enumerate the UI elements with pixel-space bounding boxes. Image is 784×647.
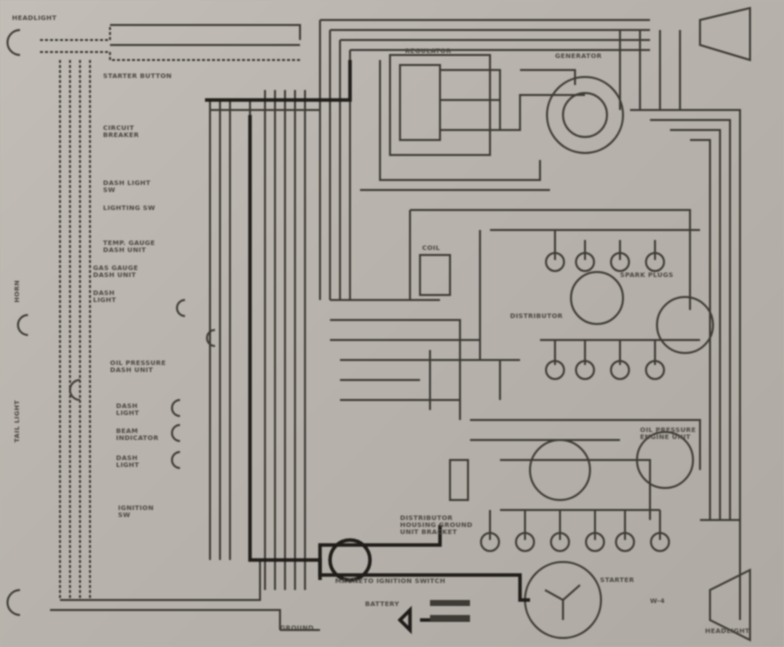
oil-pressure-dash-label: Oil Pressure Dash Unit	[110, 359, 166, 374]
starter-button-label: Starter Button	[103, 72, 172, 80]
spark-plugs-label: Spark Plugs	[620, 271, 674, 279]
generator-label: Generator	[555, 52, 602, 60]
distributor-housing-label: Distributor Housing Ground Unit Bracket	[400, 514, 473, 536]
gas-gauge-label: Gas Gauge Dash Unit	[93, 264, 139, 279]
headlight-left-label: Headlight	[12, 14, 57, 22]
beam-indicator-label: Beam Indicator	[116, 427, 159, 442]
dash-light-label: Dash Light	[93, 289, 117, 304]
coil-label: Coil	[422, 244, 441, 252]
tail-light-label: Tail Light	[13, 400, 21, 443]
headlight-right-label: Headlight	[705, 627, 750, 635]
dash-light-2-label: Dash Light	[116, 402, 140, 417]
horn-label: Horn	[13, 280, 21, 303]
regulator-label: Regulator	[405, 47, 452, 55]
battery-label: Battery	[365, 600, 400, 608]
ignition-switch-label: Ignition Sw	[118, 504, 154, 519]
figure-number: W-4	[650, 597, 665, 605]
starter-label: Starter	[600, 576, 635, 584]
lighting-switch-label: Lighting Sw	[103, 204, 156, 212]
oil-pressure-engine-label: Oil Pressure Engine Unit	[640, 426, 696, 441]
circuit-breaker-label: Circuit Breaker	[103, 124, 140, 139]
magneto-ignition-switch-label: Magneto Ignition Switch	[335, 577, 446, 585]
distributor-label: Distributor	[510, 312, 563, 320]
temp-gauge-label: Temp. Gauge Dash Unit	[103, 239, 156, 254]
ground-label: Ground	[280, 624, 314, 632]
dash-light-switch-label: Dash Light Sw	[103, 179, 151, 194]
dash-light-3-label: Dash Light	[116, 454, 140, 469]
